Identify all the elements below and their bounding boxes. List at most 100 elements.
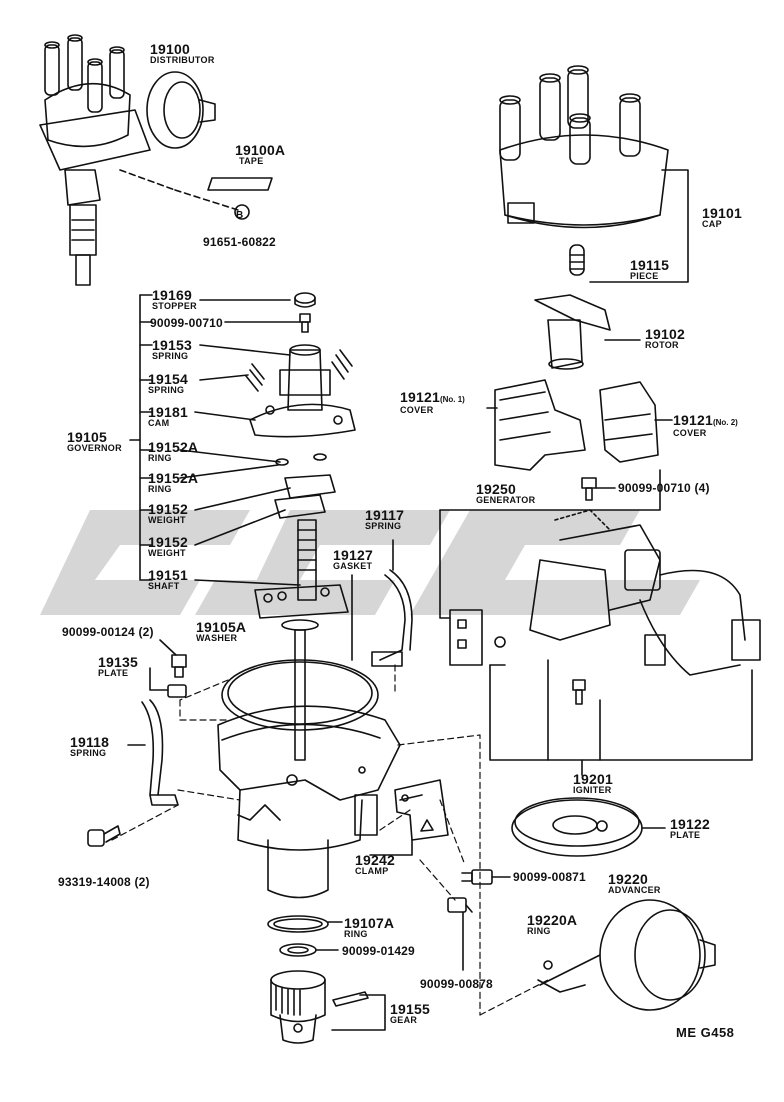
spring-19118-number: 19118	[70, 734, 110, 750]
governor-name: GOVERNOR	[67, 443, 122, 453]
spring-19118-part	[127, 699, 179, 806]
dashed-assembly-lines	[111, 664, 549, 1016]
plate-19135-number: 19135	[98, 654, 138, 670]
distributor-label: 19100 DISTRIBUTOR	[150, 42, 215, 65]
cover-no2-name: COVER	[673, 428, 707, 438]
spring-19117-number: 19117	[365, 507, 405, 523]
rotor-label: 19102 ROTOR	[645, 327, 685, 350]
igniter-number: 19201	[573, 771, 613, 787]
shaft-label: 19151 SHAFT	[148, 568, 188, 591]
distributor-assembly	[39, 34, 239, 286]
washer-01429-part	[279, 943, 339, 957]
plate-19122-part	[511, 797, 666, 857]
gear-name: GEAR	[390, 1015, 418, 1025]
gasket-name: GASKET	[333, 561, 373, 571]
tape-label: 19100A TAPE	[235, 143, 285, 166]
screw-00124-part	[159, 639, 187, 678]
stopper-label: 19169 STOPPER	[152, 288, 197, 311]
weight-1-number: 19152	[148, 501, 188, 517]
generator-name: GENERATOR	[476, 495, 536, 505]
ring-19220a-number: 19220A	[527, 912, 578, 928]
ring-19107a-part	[267, 915, 343, 933]
plate-19135-name: PLATE	[98, 668, 129, 678]
ring-19220a-label: 19220A RING	[527, 913, 577, 936]
bolt-14008-part	[87, 825, 121, 847]
cover-no2-number: 19121	[673, 412, 713, 428]
cap-part	[499, 65, 689, 283]
screw-00871-part	[461, 869, 511, 885]
cover-no2-part	[599, 381, 673, 463]
cam-number: 19181	[148, 404, 188, 420]
spring-19117-part	[371, 539, 413, 667]
weight-2-name: WEIGHT	[148, 548, 186, 558]
cover-no1-part	[486, 379, 586, 471]
spring-19118-name: SPRING	[70, 748, 107, 758]
distributor-housing	[217, 705, 401, 899]
clamp-name: CLAMP	[355, 866, 389, 876]
spring-19153-label: 19153 SPRING	[152, 338, 192, 361]
tape-bolt-symbol-letter: B	[236, 210, 244, 221]
generator-label: 19250 GENERATOR	[476, 482, 535, 505]
cover-no1-label: 19121(No. 1) COVER	[400, 390, 465, 415]
screw-00710-number: 90099-00710	[150, 316, 223, 330]
bolt-14008-number: 93319-14008 (2)	[58, 875, 150, 889]
weight-1-name: WEIGHT	[148, 515, 186, 525]
ring-19152a-2-label: 19152A RING	[148, 471, 198, 494]
igniter-screw-part	[572, 679, 586, 705]
gasket-label: 19127 GASKET	[333, 548, 373, 571]
clamp-number: 19242	[355, 852, 395, 868]
washer-19105a-label: 19105A WASHER	[196, 620, 246, 643]
stopper-name: STOPPER	[152, 301, 197, 311]
spring-19153-name: SPRING	[152, 351, 189, 361]
generator-part	[529, 509, 761, 676]
cap-label: 19101 CAP	[702, 206, 742, 229]
screw-00124-number: 90099-00124 (2)	[62, 625, 154, 639]
ring-19152a-1-name: RING	[148, 453, 172, 463]
weight-2-label: 19152 WEIGHT	[148, 535, 188, 558]
rotor-number: 19102	[645, 326, 685, 342]
piece-label: 19115 PIECE	[630, 258, 669, 281]
gear-label: 19155 GEAR	[390, 1002, 430, 1025]
washer-19105a-number: 19105A	[196, 619, 247, 635]
plate-19122-name: PLATE	[670, 830, 701, 840]
ring-19152a-1-number: 19152A	[148, 439, 199, 455]
washer-19105a-name: WASHER	[196, 633, 238, 643]
rotor-name: ROTOR	[645, 340, 679, 350]
gear-number: 19155	[390, 1001, 430, 1017]
piece-number: 19115	[630, 257, 670, 273]
igniter-label: 19201 IGNITER	[573, 772, 613, 795]
governor-number: 19105	[67, 429, 107, 445]
ring-19152a-2-number: 19152A	[148, 470, 199, 486]
ring-19152a-1-label: 19152A RING	[148, 440, 198, 463]
igniter-name: IGNITER	[573, 785, 612, 795]
advancer-name: ADVANCER	[608, 885, 661, 895]
figure-code: ME G458	[676, 1025, 735, 1040]
piece-name: PIECE	[630, 271, 659, 281]
advancer-part	[537, 899, 716, 1011]
distributor-number: 19100	[150, 41, 190, 57]
gasket-number: 19127	[333, 547, 373, 563]
tape-name: TAPE	[239, 156, 264, 166]
spring-19154-name: SPRING	[148, 385, 185, 395]
plate-19135-part	[149, 667, 187, 698]
cam-label: 19181 CAM	[148, 405, 188, 428]
cam-name: CAM	[148, 418, 170, 428]
cover-no2-qualifier: (No. 2)	[712, 418, 738, 427]
weight-2-number: 19152	[148, 534, 188, 550]
shaft-number: 19151	[148, 567, 188, 583]
screw-00878-number: 90099-00878	[420, 977, 493, 991]
ring-19107a-name: RING	[344, 929, 368, 939]
washer-01429-number: 90099-01429	[342, 944, 415, 958]
clamp-part	[369, 779, 449, 856]
cap-number: 19101	[702, 205, 742, 221]
distributor-name: DISTRIBUTOR	[150, 55, 215, 65]
plate-19135-label: 19135 PLATE	[98, 655, 138, 678]
stopper-number: 19169	[152, 287, 192, 303]
cap-name: CAP	[702, 219, 722, 229]
connector-part	[449, 609, 506, 666]
governor-label: 19105 GOVERNOR	[67, 430, 122, 453]
cover-no1-qualifier: (No. 1)	[439, 395, 465, 404]
tape-part	[207, 177, 273, 220]
